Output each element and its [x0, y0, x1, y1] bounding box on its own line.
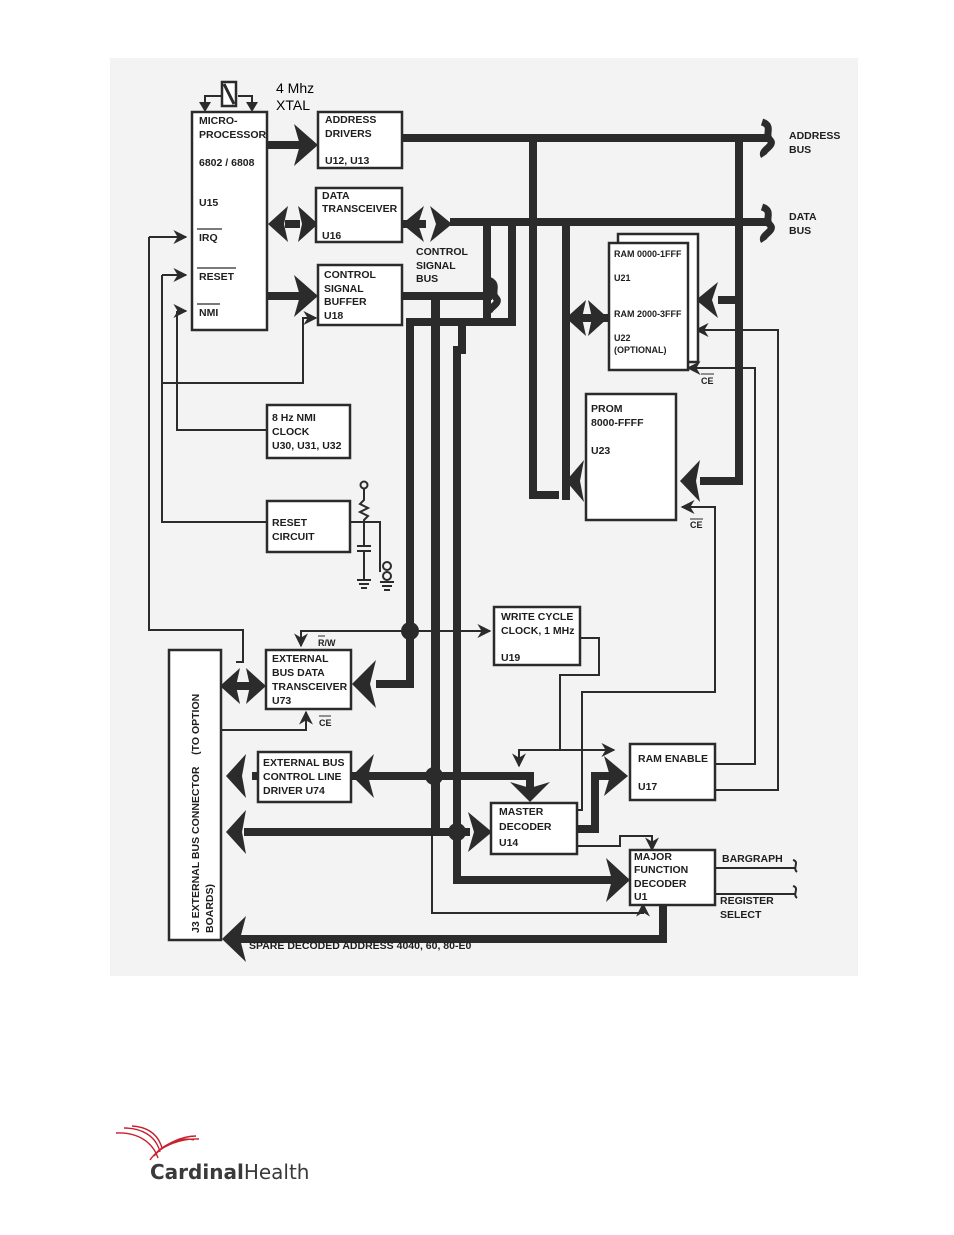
block-label: DATA — [322, 190, 350, 202]
data-transceiver-block: DATA TRANSCEIVER U16 — [314, 186, 404, 244]
block-label: CONTROL LINE — [263, 771, 342, 783]
data-bus — [450, 203, 775, 884]
output-labels: BARGRAPH REGISTER SELECT SPARE DECODED A… — [249, 853, 783, 952]
block-ref: U14 — [499, 837, 518, 849]
microprocessor-ref: U15 — [199, 197, 218, 209]
j3-label: J3 EXTERNAL BUS CONNECTOR (TO OPTION — [190, 694, 202, 933]
block-label: (OPTIONAL) — [614, 345, 667, 355]
microprocessor-block: MICRO- PROCESSOR 6802 / 6808 U15 IRQ RES… — [190, 110, 269, 332]
address-bus — [402, 118, 775, 499]
address-bus-break-icon — [759, 118, 775, 158]
block-ref: U30, U31, U32 — [272, 440, 342, 452]
block-label: DECODER — [499, 821, 552, 833]
address-drivers-block: ADDRESS DRIVERS U12, U13 — [316, 110, 404, 170]
block-label: CONTROL — [324, 269, 376, 281]
data-bus-label: BUS — [789, 225, 811, 237]
major-function-decoder-block: MAJOR FUNCTION DECODER U1 — [628, 848, 717, 907]
block-label: FUNCTION — [634, 864, 688, 876]
block-ref: U22 — [614, 333, 631, 343]
data-bus-label: DATA — [789, 211, 817, 223]
block-ref: U21 — [614, 273, 631, 283]
block-label: TRANSCEIVER — [322, 203, 398, 215]
ram-ce-label: CE — [701, 376, 714, 386]
logo-word-health: Health — [244, 1160, 310, 1184]
pin-nmi: NMI — [199, 307, 218, 319]
block-label: CLOCK, 1 MHz — [501, 625, 575, 637]
control-bus-break-icon — [485, 276, 501, 316]
master-decoder-block: MASTER DECODER U14 — [489, 801, 579, 856]
ram-block: RAM 0000-1FFF U21 RAM 2000-3FFF U22 (OPT… — [607, 232, 714, 386]
reset-circuit-block: RESET CIRCUIT — [265, 499, 352, 554]
address-bus-label: ADDRESS — [789, 130, 840, 142]
nmi-clock-block: 8 Hz NMI CLOCK U30, U31, U32 — [265, 403, 352, 460]
block-label: EXTERNAL BUS — [263, 757, 344, 769]
pin-irq: IRQ — [199, 232, 218, 244]
block-label: PROM — [591, 403, 623, 415]
ext-bus-control-driver-block: EXTERNAL BUS CONTROL LINE DRIVER U74 — [256, 750, 353, 804]
signal-lines — [148, 95, 798, 917]
block-label: MASTER — [499, 806, 544, 818]
block-label: DRIVERS — [325, 128, 372, 140]
address-bus-label: BUS — [789, 144, 811, 156]
spare-decoded-address-label: SPARE DECODED ADDRESS 4040, 60, 80-E0 — [249, 940, 471, 952]
crystal-4mhz: 4 Mhz XTAL — [220, 80, 314, 113]
register-select-label: REGISTER — [720, 895, 774, 907]
ram-enable-block: RAM ENABLE U17 — [628, 742, 717, 802]
j3-connector-block: J3 EXTERNAL BUS CONNECTOR (TO OPTION BOA… — [167, 648, 223, 942]
block-label: CIRCUIT — [272, 531, 315, 543]
block-ref: U16 — [322, 230, 341, 242]
block-label: RAM 2000-3FFF — [614, 309, 682, 319]
register-select-label: SELECT — [720, 909, 762, 921]
pin-reset: RESET — [199, 271, 235, 283]
junction-dot — [425, 767, 443, 785]
block-label: BUS DATA — [272, 667, 325, 679]
block-label: TRANSCEIVER — [272, 681, 348, 693]
block-ref: U18 — [324, 310, 343, 322]
microprocessor-label: MICRO- — [199, 115, 238, 127]
ce-label: CE — [319, 718, 332, 728]
block-ref: U17 — [638, 781, 657, 793]
block-ref: U19 — [501, 652, 520, 664]
logo-word-cardinal: Cardinal — [150, 1160, 244, 1184]
logo-swoosh-icon — [115, 1125, 200, 1161]
block-label: BUFFER — [324, 296, 367, 308]
block-label: WRITE CYCLE — [501, 611, 573, 623]
bus-labels: ADDRESS BUS DATA BUS CONTROL SIGNAL BUS — [416, 130, 840, 285]
block-label: RAM ENABLE — [638, 753, 708, 765]
crystal-xtal-label: XTAL — [276, 97, 310, 113]
block-label: RESET — [272, 517, 308, 529]
block-label: RAM 0000-1FFF — [614, 249, 682, 259]
microprocessor-part: 6802 / 6808 — [199, 157, 255, 169]
cardinal-health-logo: Cardinal Health — [115, 1125, 310, 1184]
prom-block: PROM 8000-FFFF U23 CE — [584, 392, 703, 530]
bargraph-label: BARGRAPH — [722, 853, 783, 865]
block-ref: DRIVER U74 — [263, 785, 325, 797]
prom-ce-label: CE — [690, 520, 703, 530]
block-label: CLOCK — [272, 426, 310, 438]
block-label: ADDRESS — [325, 114, 376, 126]
block-ref: U73 — [272, 695, 291, 707]
ext-bus-data-transceiver-block: EXTERNAL BUS DATA TRANSCEIVER U73 R/W CE — [264, 635, 353, 728]
block-ref: U12, U13 — [325, 155, 370, 167]
block-ref: U1 — [634, 891, 648, 903]
control-signal-buffer-block: CONTROL SIGNAL BUFFER U18 — [316, 263, 404, 327]
crystal-freq-label: 4 Mhz — [276, 80, 314, 96]
block-label: EXTERNAL — [272, 653, 329, 665]
j3-label: BOARDS) — [204, 884, 216, 933]
block-label: 8 Hz NMI — [272, 412, 316, 424]
bus-arrowheads — [220, 124, 718, 962]
junction-dot — [448, 823, 466, 841]
control-bus-label: SIGNAL — [416, 260, 456, 272]
block-label: DECODER — [634, 878, 687, 890]
data-bus-break-icon — [759, 203, 775, 243]
block-label: 8000-FFFF — [591, 417, 644, 429]
block-label: MAJOR — [634, 851, 672, 863]
rw-label: R/W — [318, 638, 336, 648]
control-bus-label: CONTROL — [416, 246, 468, 258]
microprocessor-label: PROCESSOR — [199, 129, 267, 141]
block-label: SIGNAL — [324, 283, 364, 295]
write-cycle-clock-block: WRITE CYCLE CLOCK, 1 MHz U19 — [492, 605, 582, 667]
control-bus-label: BUS — [416, 273, 438, 285]
block-ref: U23 — [591, 445, 610, 457]
